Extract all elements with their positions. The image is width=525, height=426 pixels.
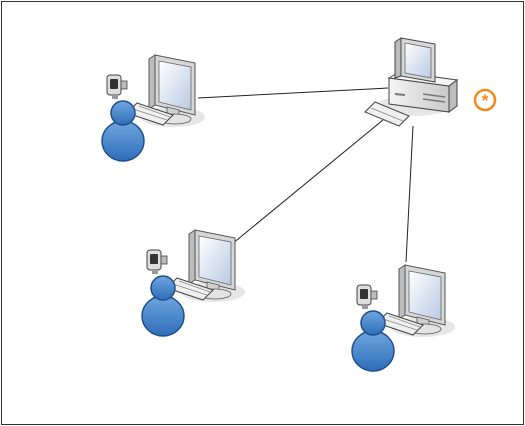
- server-computer-icon: [364, 37, 459, 127]
- client-bottom-right: [351, 264, 456, 372]
- client-top-left: [101, 54, 206, 162]
- link-bottom-left: [231, 119, 384, 245]
- asterisk-pbx-icon: *: [473, 88, 497, 112]
- client-bottom-left: [141, 229, 246, 337]
- link-bottom-right: [405, 125, 414, 263]
- svg-text:*: *: [482, 91, 489, 110]
- link-top-left: [197, 87, 389, 99]
